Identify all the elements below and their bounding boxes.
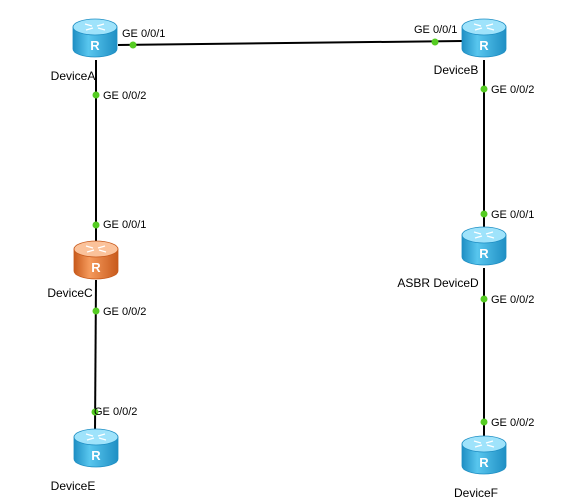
router-arrow-shape	[85, 245, 94, 249]
port-indicator-dot	[480, 295, 488, 303]
router-arrow-shape	[84, 23, 93, 27]
router-letter: R	[479, 246, 489, 261]
router-body-shape	[73, 248, 119, 280]
router-letter: R	[91, 260, 101, 275]
router-letter: R	[91, 448, 101, 463]
router-arrow-shape	[486, 27, 495, 31]
router-arrow-shape	[486, 444, 495, 448]
router-arrow-shape	[474, 444, 483, 448]
router-top-shape	[72, 18, 118, 36]
router-body-shape	[461, 234, 507, 266]
router-arrow-shape	[97, 433, 106, 437]
port-indicator-dot	[480, 85, 488, 93]
port-label: GE 0/0/2	[491, 294, 534, 306]
port-label: GE 0/0/2	[103, 306, 146, 318]
router-arrow-shape	[485, 231, 494, 235]
router-arrow-shape	[473, 23, 482, 27]
router-body-shape	[461, 26, 507, 58]
port-label: GE 0/0/1	[122, 28, 165, 40]
router-icon: R	[72, 18, 118, 58]
router-arrow-shape	[485, 440, 494, 444]
router-body-shape	[73, 436, 119, 468]
port-indicator-dot	[480, 210, 488, 218]
port-indicator-dot	[129, 41, 137, 49]
router-letter: R	[479, 38, 489, 53]
device-label: ASBR DeviceD	[397, 276, 479, 290]
router-arrow-shape	[86, 249, 95, 253]
router-arrow-shape	[98, 437, 107, 441]
router-icon: R	[461, 18, 507, 58]
device-label: DeviceB	[434, 63, 479, 77]
link-devicea-deviceb	[117, 40, 463, 46]
router-arrow-shape	[85, 27, 94, 31]
router-device-d[interactable]: R ASBR DeviceD	[397, 226, 507, 290]
router-device-c[interactable]: R DeviceC	[47, 240, 119, 300]
port-label: GE 0/0/2	[103, 90, 146, 102]
port-indicator-dot	[480, 418, 488, 426]
router-top-shape	[73, 240, 119, 258]
router-device-e[interactable]: R DeviceE	[51, 428, 119, 493]
router-arrow-shape	[473, 440, 482, 444]
port-label: GE 0/0/1	[491, 209, 534, 221]
router-icon: R	[73, 428, 119, 468]
router-arrow-shape	[96, 23, 105, 27]
ports-layer: GE 0/0/1 GE 0/0/1 GE 0/0/2 GE 0/0/1 GE 0/0/2…	[91, 24, 534, 429]
port-label: GE 0/0/1	[103, 219, 146, 231]
router-body-shape	[461, 443, 507, 475]
router-top-shape	[461, 18, 507, 36]
links-layer	[94, 40, 485, 440]
router-arrow-shape	[97, 245, 106, 249]
router-device-f[interactable]: R DeviceF	[454, 435, 507, 500]
router-arrow-shape	[474, 235, 483, 239]
router-device-a[interactable]: R DeviceA	[51, 18, 118, 83]
router-icon: R	[461, 435, 507, 475]
router-top-shape	[461, 226, 507, 244]
router-arrow-shape	[97, 27, 106, 31]
port-indicator-dot	[92, 307, 100, 315]
router-letter: R	[479, 455, 489, 470]
router-arrow-shape	[473, 231, 482, 235]
port-indicator-dot	[91, 408, 99, 416]
router-arrow-shape	[86, 437, 95, 441]
router-letter: R	[90, 38, 100, 53]
port-label: GE 0/0/2	[491, 417, 534, 429]
device-label: DeviceA	[51, 69, 96, 83]
port-indicator-dot	[92, 91, 100, 99]
router-arrow-shape	[485, 23, 494, 27]
router-body-shape	[72, 26, 118, 58]
link-devicec-devicee	[94, 279, 97, 433]
router-top-shape	[461, 435, 507, 453]
router-arrow-shape	[98, 249, 107, 253]
device-label: DeviceF	[454, 486, 498, 500]
device-label: DeviceE	[51, 479, 96, 493]
device-label: DeviceC	[47, 286, 93, 300]
router-arrow-shape	[85, 433, 94, 437]
router-top-shape	[73, 428, 119, 446]
router-icon: R	[73, 240, 119, 280]
router-arrow-shape	[486, 235, 495, 239]
port-label: GE 0/0/1	[414, 24, 457, 36]
router-icon: R	[461, 226, 507, 266]
port-indicator-dot	[92, 221, 100, 229]
port-label: GE 0/0/2	[94, 406, 137, 418]
router-arrow-shape	[474, 27, 483, 31]
port-indicator-dot	[431, 38, 439, 46]
port-label: GE 0/0/2	[491, 84, 534, 96]
